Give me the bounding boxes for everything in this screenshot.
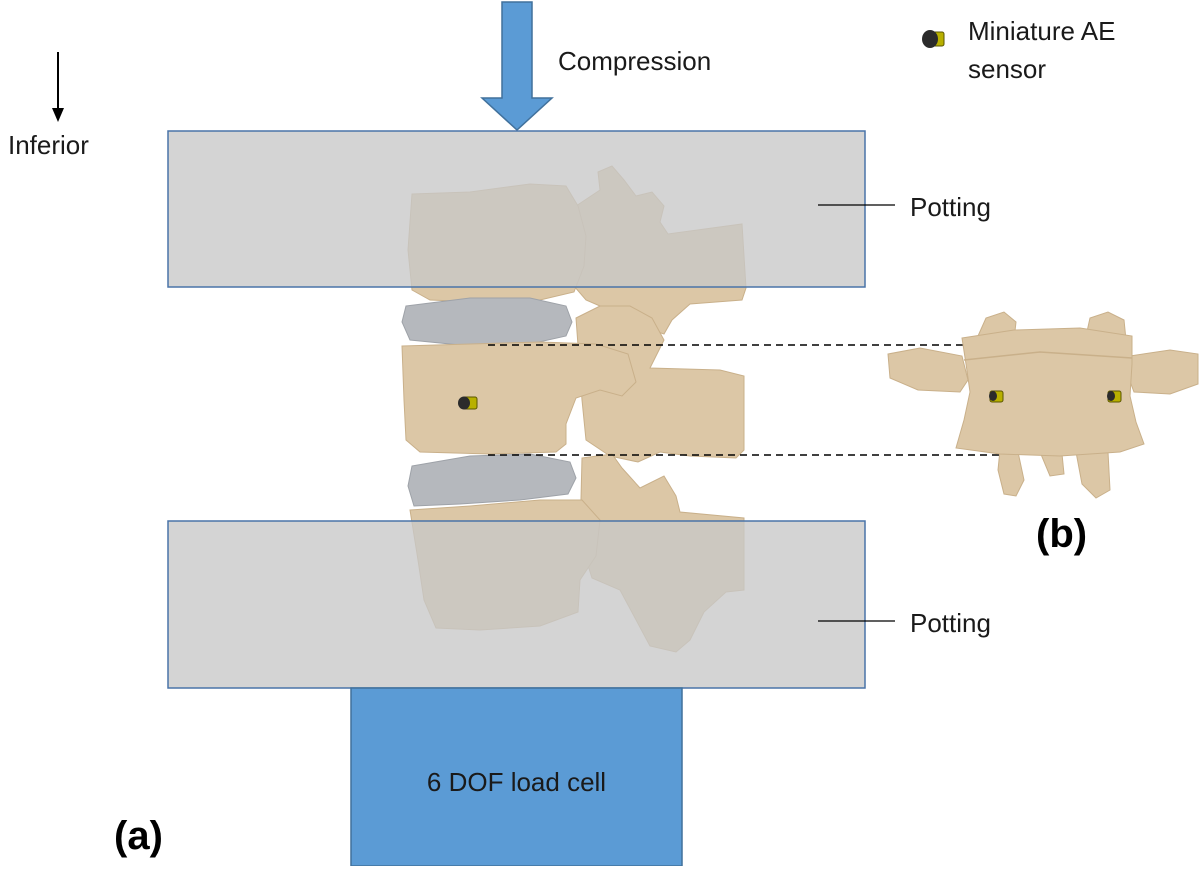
middle-vertebral-body <box>401 341 637 455</box>
miniature-ae-sensor-icon <box>922 30 945 48</box>
middle-vertebra-processes <box>575 305 745 463</box>
miniature-ae-sensor-icon <box>989 390 1004 403</box>
potting-top-block <box>167 130 866 288</box>
vertebra-anterior-view <box>887 311 1199 499</box>
potting-bottom-label: Potting <box>910 608 991 638</box>
panel-b-label: (b) <box>1036 512 1088 556</box>
compression-arrow <box>480 1 554 132</box>
panel-a-label: (a) <box>114 814 163 858</box>
miniature-ae-sensor-icon <box>1107 390 1122 403</box>
legend-label-line2: sensor <box>968 54 1047 84</box>
lower-disc <box>407 453 577 507</box>
load-cell-label: 6 DOF load cell <box>426 767 607 797</box>
upper-disc <box>401 297 573 347</box>
load-cell-block <box>350 687 683 867</box>
compression-label: Compression <box>558 46 712 76</box>
potting-top-label: Potting <box>910 192 991 222</box>
inferior-label: Inferior <box>8 130 89 160</box>
legend-label-line1: Miniature AE <box>968 16 1116 46</box>
down-arrow-icon <box>52 52 64 122</box>
potting-bottom-block <box>167 520 866 689</box>
miniature-ae-sensor-icon <box>458 396 478 410</box>
